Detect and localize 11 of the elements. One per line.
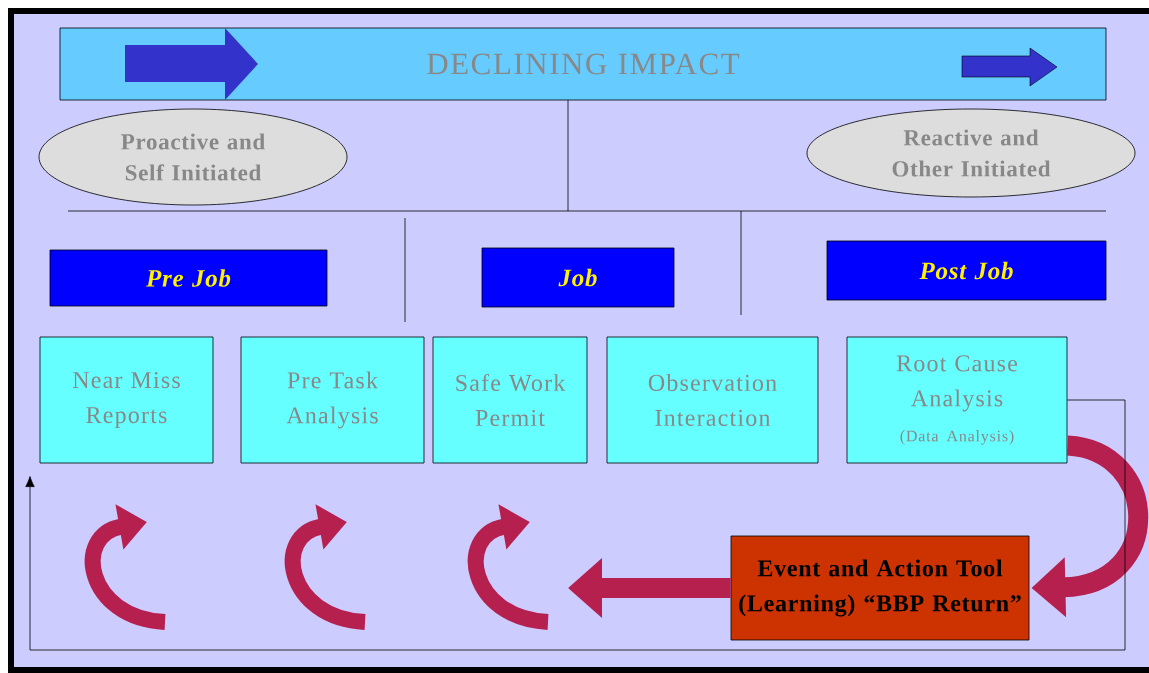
arrow xyxy=(25,399,1126,651)
step-box: Near Miss Reports xyxy=(39,336,214,464)
banner-box: DECLINING IMPACT xyxy=(59,27,1107,101)
step-box: Root Cause Analysis (Data Analysis) xyxy=(846,336,1068,464)
step-box: Observation Interaction xyxy=(606,336,819,464)
step-box: Safe Work Permit xyxy=(432,336,588,464)
tool-box: Event and Action Tool (Learning) “BBP Return” xyxy=(730,535,1030,641)
step-box: Pre Task Analysis xyxy=(240,336,425,464)
phase-box: Job xyxy=(481,247,675,308)
phase-box: Post Job xyxy=(826,240,1107,301)
phase-box: Pre Job xyxy=(49,249,328,307)
